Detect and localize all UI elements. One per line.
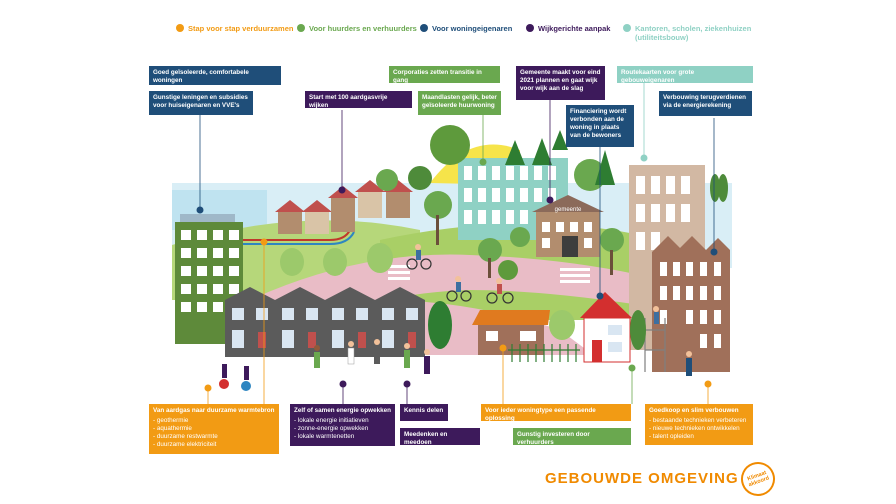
box-kennis-delen: Kennis delen (400, 404, 448, 421)
list-item: lokale energie initiatieven (294, 417, 391, 425)
box-goedkoop-title: Goedkoop en slim verbouwen (649, 407, 739, 414)
legend-dot (420, 24, 428, 32)
brown-building-windows (660, 262, 721, 348)
box-gemeente-maakt: Gemeente maakt voor eind 2021 plannen en… (516, 66, 605, 100)
legend-label: Voor woningeigenaren (432, 24, 513, 33)
gemeente-roof (532, 195, 604, 212)
legend: Stap voor stap verduurzamen Voor huurder… (0, 22, 896, 52)
box-zelf-samen: Zelf of samen energie opwekken lokale en… (290, 404, 395, 446)
legend-item-huurders: Voor huurders en verhuurders (297, 24, 417, 33)
legend-item-kantoren: Kantoren, scholen, ziekenhuizen (utilite… (623, 24, 753, 42)
list-item: duurzame elektriciteit (153, 441, 275, 449)
white-house-window (608, 325, 622, 335)
box-goed-geisoleerde: Goed geïsoleerde, comfortabele woningen (149, 66, 281, 85)
orange-house-roof (472, 310, 550, 325)
legend-dot (297, 24, 305, 32)
list-item: lokale warmtenetten (294, 433, 391, 441)
box-goedkoop: Goedkoop en slim verbouwen bestaande tec… (645, 404, 753, 445)
orange-house-window (520, 331, 536, 341)
teal-office-windows (464, 166, 556, 224)
legend-label: Voor huurders en verhuurders (309, 24, 417, 33)
box-van-aardgas-title: Van aardgas naar duurzame warmtebron (153, 407, 275, 414)
cyclists (406, 258, 514, 304)
gemeente-windows (542, 222, 592, 248)
white-house-roof (580, 292, 632, 318)
connector-lines (199, 83, 715, 404)
logo-text: Klimaat akkoord (746, 469, 771, 489)
brown-building (652, 236, 730, 372)
footer-title: GEBOUWDE OMGEVING (545, 470, 739, 487)
legend-label: Kantoren, scholen, ziekenhuizen (utilite… (635, 24, 752, 42)
legend-label: Stap voor stap verduurzamen (188, 24, 294, 33)
box-maandlasten: Maandlasten gelijk, beter geïsoleerde hu… (418, 91, 501, 115)
legend-dot (176, 24, 184, 32)
ground (172, 355, 732, 370)
people (314, 306, 692, 376)
box-meedenken: Meedenken en meedoen (400, 428, 480, 446)
list-item: bestaande technieken verbeteren (649, 417, 749, 425)
list-item: aquathermie (153, 425, 275, 433)
white-house (583, 317, 631, 363)
box-van-aardgas: Van aardgas naar duurzame warmtebron geo… (149, 404, 279, 454)
box-gunstige-leningen: Gunstige leningen en subsidies voor huis… (149, 91, 253, 115)
box-zelf-samen-list: lokale energie initiatieven zonne-energi… (294, 417, 391, 441)
legend-dot (623, 24, 631, 32)
legend-item-eigenaren: Voor woningeigenaren (420, 24, 512, 33)
solar-panels (180, 214, 235, 222)
legend-item-stap: Stap voor stap verduurzamen (176, 24, 293, 33)
connector-dots (196, 154, 718, 392)
list-item: talent opleiden (649, 433, 749, 441)
zebra-crossing (388, 265, 590, 283)
gemeente-sign: gemeente (555, 207, 582, 213)
box-corporaties: Corporaties zetten transitie in gang (389, 66, 500, 84)
white-house-door (592, 340, 602, 362)
road (250, 254, 640, 330)
box-financiering: Financiering wordt verbonden aan de woni… (566, 105, 634, 147)
tall-beige-windows (636, 176, 690, 250)
box-start-100: Start met 100 aardgasvrije wijken (305, 91, 412, 109)
box-goedkoop-list: bestaande technieken verbeteren nieuwe t… (649, 417, 749, 441)
box-zelf-samen-title: Zelf of samen energie opwekken (294, 407, 391, 414)
white-house-window (608, 342, 622, 352)
box-van-aardgas-list: geothermie aquathermie duurzame restwarm… (153, 417, 275, 449)
list-item: zonne-energie opwekken (294, 425, 391, 433)
legend-dot (526, 24, 534, 32)
box-gunstig-investeren: Gunstig investeren door verhuurders (513, 428, 631, 446)
box-routekaarten: Routekaarten voor grote gebouweigenaren (617, 66, 753, 84)
box-verbouwing: Verbouwing terugverdienen via de energie… (659, 91, 752, 116)
fence (508, 344, 580, 362)
willow-trees (280, 243, 575, 340)
legend-label: Wijkgerichte aanpak (538, 24, 611, 33)
scaffold (644, 318, 666, 372)
grey-row-houses (225, 287, 425, 357)
cyclist-bodies (415, 244, 502, 294)
orange-house-window (486, 331, 498, 341)
wheelchair-figures (219, 364, 251, 391)
gemeente-door (562, 236, 578, 257)
list-item: duurzame restwarmte (153, 433, 275, 441)
legend-item-wijk: Wijkgerichte aanpak (526, 24, 610, 33)
box-voor-ieder: Voor ieder woningtype een passende oplos… (481, 404, 631, 422)
list-item: nieuwe technieken ontwikkelen (649, 425, 749, 433)
list-item: geothermie (153, 417, 275, 425)
